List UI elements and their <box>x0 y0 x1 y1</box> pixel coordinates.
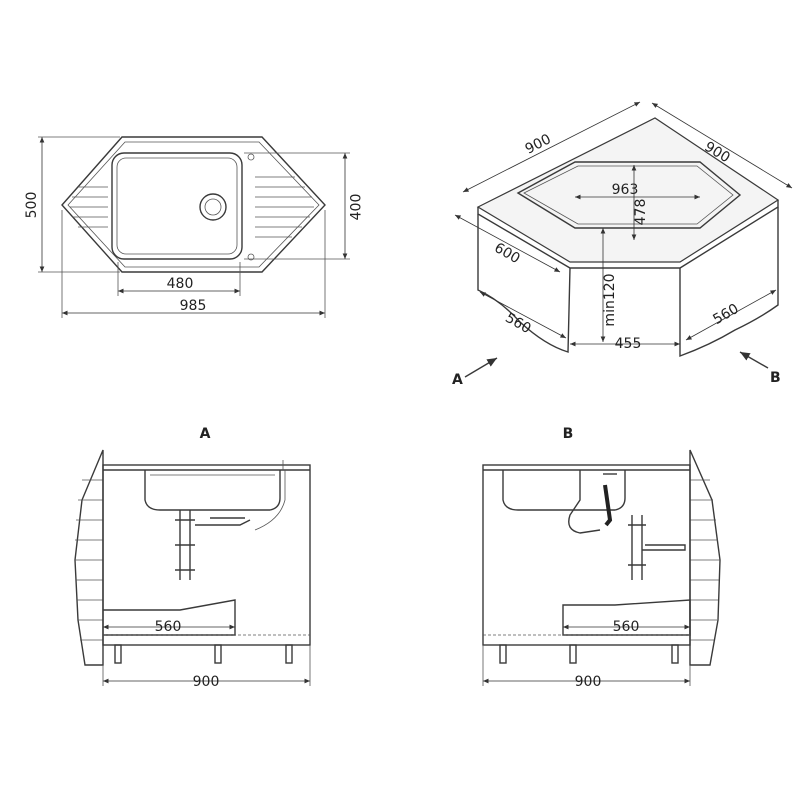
cabinet-isometric-view: 900 900 963 478 600 560 min120 455 560 A… <box>452 101 793 388</box>
view-b-dim-560: 560 <box>613 619 640 635</box>
dim-560-right: 560 <box>710 301 741 328</box>
label-arrow-b: B <box>770 370 781 386</box>
dim-min120: min120 <box>602 273 618 326</box>
dim-500: 500 <box>24 192 40 219</box>
dim-560-left: 560 <box>502 310 533 337</box>
view-b-dim-900: 900 <box>575 674 602 690</box>
side-view-b: B 560 900 <box>482 426 721 690</box>
label-arrow-a: A <box>452 372 463 388</box>
view-a-dim-900: 900 <box>193 674 220 690</box>
dim-478: 478 <box>633 199 649 226</box>
sink-top-view: 500 400 480 985 <box>24 136 365 318</box>
dim-985: 985 <box>180 298 207 314</box>
side-view-a: A 560 900 <box>74 426 311 690</box>
drain-icon <box>199 193 227 221</box>
view-a-title: A <box>200 426 211 442</box>
dim-600: 600 <box>491 240 522 267</box>
dim-480: 480 <box>167 276 194 292</box>
view-a-dim-560: 560 <box>155 619 182 635</box>
view-arrow-a <box>464 357 498 378</box>
view-b-title: B <box>563 426 574 442</box>
view-arrow-b <box>739 351 769 369</box>
dim-455: 455 <box>615 336 642 352</box>
dim-400: 400 <box>349 194 365 221</box>
